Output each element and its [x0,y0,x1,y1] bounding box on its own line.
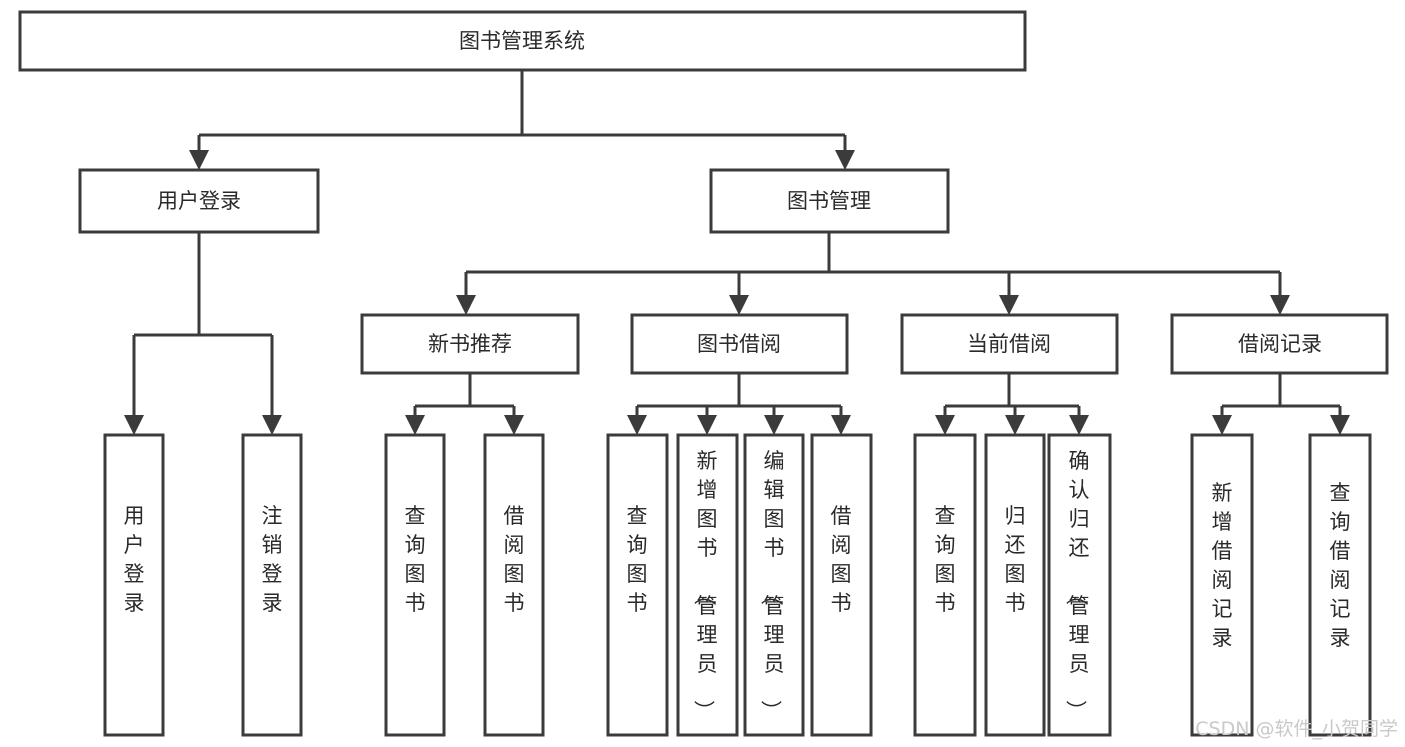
leaf-borrow-books[interactable]: 借阅图书 [810,433,873,737]
leaf-return-books-label: 归还图书 [1005,504,1026,615]
leaf-edit-book-admin-box[interactable] [743,433,805,737]
node-book-borrow-label: 图书借阅 [697,332,781,356]
leaf-edit-book-admin[interactable]: 编辑图书（管理员） [743,433,805,737]
leaf-user-login-box[interactable] [103,433,165,737]
leaf-borrow-books-recommend-label: 借阅图书 [504,504,525,615]
leaf-add-book-admin-box[interactable] [676,433,739,737]
node-new-book-recommend[interactable]: 新书推荐 [360,313,580,375]
leaf-logout-login-box[interactable] [241,433,303,737]
leaf-confirm-return-admin[interactable]: 确认归还（管理员） [1047,433,1112,737]
leaf-query-books-recommend-box[interactable] [384,433,446,737]
node-new-book-recommend-box[interactable] [360,313,580,375]
leaf-logout-login-label: 注销登录 [262,504,283,615]
leaf-add-book-admin-label: 新增图书（管理员） [692,449,718,721]
node-new-book-recommend-label: 新书推荐 [428,332,512,356]
leaf-query-books-current[interactable]: 查询图书 [913,433,977,737]
node-borrow-records-box[interactable] [1170,313,1389,375]
leaf-add-borrow-record[interactable]: 新增借阅记录 [1190,433,1254,737]
leaf-query-books-recommend-label: 查询图书 [405,504,426,615]
leaf-query-books-borrow-box[interactable] [606,433,669,737]
leaf-query-borrow-record-label: 查询借阅记录 [1330,481,1351,650]
leaf-borrow-books-recommend[interactable]: 借阅图书 [483,433,545,737]
node-book-borrow[interactable]: 图书借阅 [630,313,849,375]
connector-borrow-records-to-leaves [1212,373,1350,435]
leaf-edit-book-admin-label: 编辑图书（管理员） [759,449,785,721]
leaf-user-login-label: 用户登录 [124,504,145,615]
node-borrow-records-label: 借阅记录 [1238,332,1322,356]
leaf-add-borrow-record-label: 新增借阅记录 [1212,481,1233,650]
connector-book-management-to-level3 [456,232,1290,315]
leaf-return-books[interactable]: 归还图书 [984,433,1046,737]
csdn-watermark: CSDN @软件_小贺同学 [1195,718,1398,740]
node-user-login-label: 用户登录 [157,189,241,213]
leaf-user-login[interactable]: 用户登录 [103,433,165,737]
connector-layer [124,70,1350,435]
leaf-query-borrow-record-box[interactable] [1308,433,1372,737]
node-book-management-label: 图书管理 [787,189,871,213]
node-root[interactable]: 图书管理系统 [18,10,1027,72]
node-root-label: 图书管理系统 [459,29,585,53]
leaf-query-books-borrow[interactable]: 查询图书 [606,433,669,737]
leaf-return-books-box[interactable] [984,433,1046,737]
leaf-add-borrow-record-box[interactable] [1190,433,1254,737]
node-current-borrow-box[interactable] [900,313,1119,375]
connector-user-login-to-leaves [124,232,282,435]
connector-book-borrow-to-leaves [627,373,851,435]
leaf-logout-login[interactable]: 注销登录 [241,433,303,737]
node-book-management[interactable]: 图书管理 [709,168,950,234]
connector-new-book-recommend-to-leaves [405,373,524,435]
node-current-borrow-label: 当前借阅 [967,332,1051,356]
leaf-borrow-books-label: 借阅图书 [831,504,852,615]
node-book-borrow-box[interactable] [630,313,849,375]
node-book-management-box[interactable] [709,168,950,234]
leaf-query-books-recommend[interactable]: 查询图书 [384,433,446,737]
node-root-box[interactable] [18,10,1027,72]
node-user-login-box[interactable] [78,168,320,234]
leaf-query-books-current-box[interactable] [913,433,977,737]
leaf-query-books-current-label: 查询图书 [935,504,956,615]
connector-root-to-level2 [189,70,855,170]
leaf-query-borrow-record[interactable]: 查询借阅记录 [1308,433,1372,737]
leaf-confirm-return-admin-box[interactable] [1047,433,1112,737]
node-borrow-records[interactable]: 借阅记录 [1170,313,1389,375]
leaf-borrow-books-recommend-box[interactable] [483,433,545,737]
leaf-add-book-admin[interactable]: 新增图书（管理员） [676,433,739,737]
node-current-borrow[interactable]: 当前借阅 [900,313,1119,375]
connector-current-borrow-to-leaves [935,373,1089,435]
leaf-borrow-books-box[interactable] [810,433,873,737]
node-user-login[interactable]: 用户登录 [78,168,320,234]
leaf-query-books-borrow-label: 查询图书 [627,504,648,615]
leaf-confirm-return-admin-label: 确认归还（管理员） [1064,449,1090,721]
